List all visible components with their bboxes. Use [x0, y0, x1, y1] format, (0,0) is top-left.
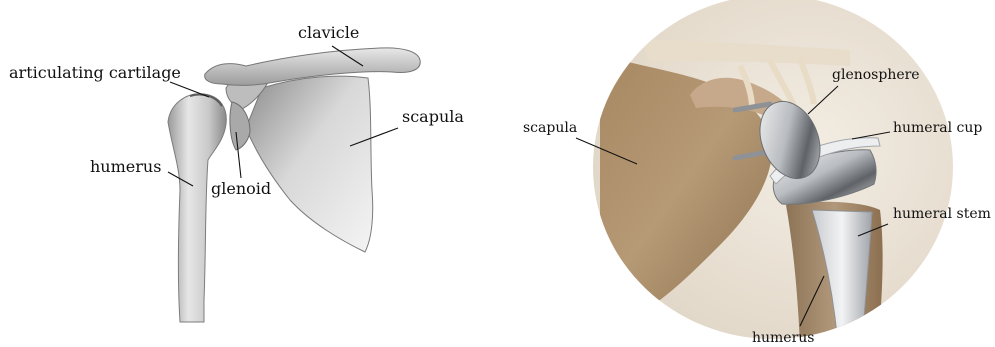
leader-articulating-cartilage	[170, 82, 209, 97]
label-scapula-right: scapula	[523, 120, 577, 136]
label-scapula-left: scapula	[402, 107, 464, 126]
natural-shoulder-illustration	[168, 48, 420, 322]
label-clavicle: clavicle	[298, 23, 359, 42]
label-humeral-stem: humeral stem	[893, 206, 991, 222]
label-humerus-left: humerus	[90, 157, 161, 176]
implant-illustration	[593, 0, 953, 345]
humerus-bone	[168, 94, 226, 322]
label-articulating-cartilage: articulating cartilage	[9, 63, 181, 82]
label-glenoid: glenoid	[211, 179, 271, 198]
scapula-bone	[246, 76, 373, 252]
label-glenosphere: glenosphere	[832, 67, 920, 83]
glenoid-rim	[230, 102, 250, 150]
label-humeral-cup: humeral cup	[893, 120, 982, 136]
label-humerus-right: humerus	[752, 330, 815, 346]
